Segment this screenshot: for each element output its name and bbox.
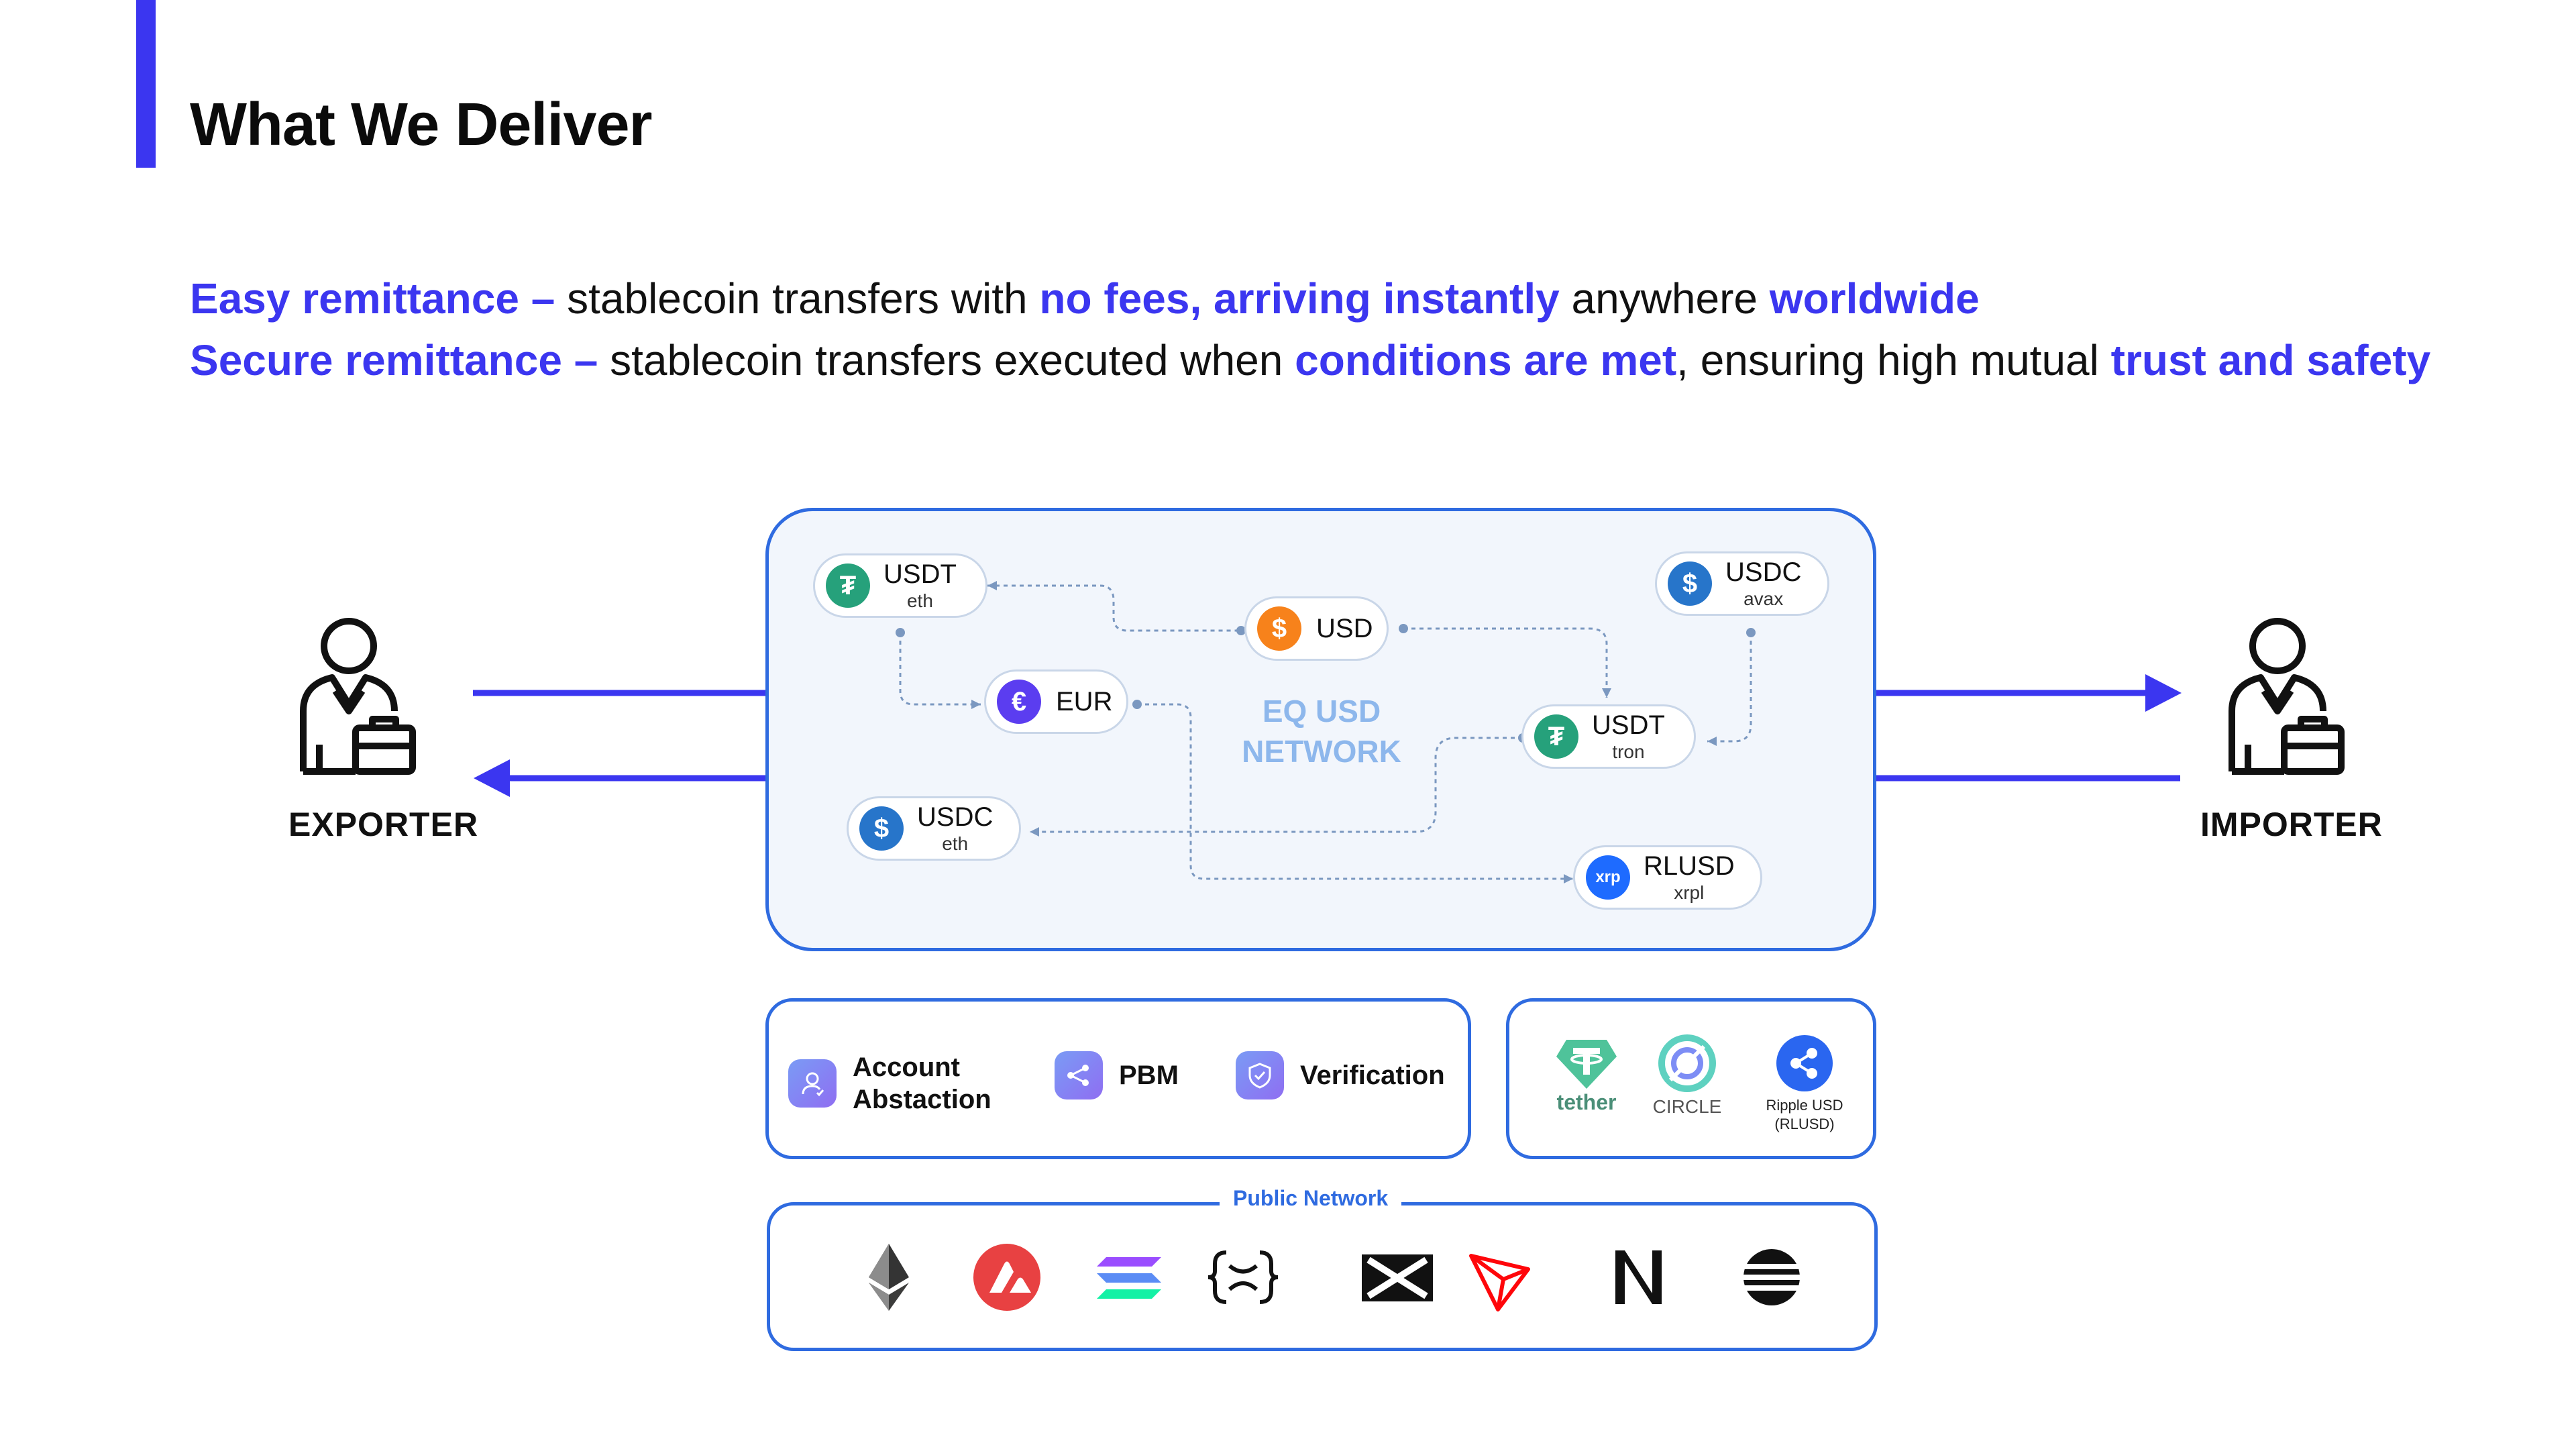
issuer-circle[interactable]: CIRCLE — [1647, 1033, 1727, 1118]
tagline-part: , ensuring high mutual — [1676, 336, 2111, 384]
feature-label: Abstaction — [853, 1085, 991, 1114]
public-network-label: Public Network — [1220, 1186, 1402, 1211]
tagline-part: anywhere — [1559, 274, 1770, 323]
importer-businessperson-icon — [2229, 618, 2345, 775]
tagline-part: trust and safety — [2110, 336, 2431, 384]
node-name: USD — [1316, 613, 1373, 643]
tagline-part: Easy remittance – — [190, 274, 555, 323]
stellar-icon — [1362, 1254, 1433, 1301]
connector-usd-tron — [1403, 627, 1608, 698]
aptos-icon — [1739, 1249, 1804, 1305]
chain-logos — [869, 1244, 1804, 1311]
feature-label: Verification — [1300, 1061, 1445, 1090]
arrowhead-left — [474, 759, 510, 797]
usdc-coin-icon: $ — [859, 806, 904, 851]
feature-verification[interactable]: Verification — [1236, 1051, 1445, 1099]
feature-account-abstraction[interactable]: Account Abstaction — [788, 1051, 991, 1116]
avalanche-icon — [973, 1244, 1040, 1311]
account-icon — [788, 1059, 837, 1108]
ethereum-icon — [869, 1244, 909, 1311]
issuer-label: (RLUSD) — [1774, 1116, 1835, 1132]
tether-coin-icon: ₮ — [826, 564, 870, 608]
tagline-part: no fees, arriving instantly — [1039, 274, 1560, 323]
issuer-label: Ripple USD — [1766, 1097, 1843, 1114]
tagline-part: Secure remittance – — [190, 336, 598, 384]
xrpl-icon — [1208, 1250, 1279, 1304]
issuer-label: tether — [1556, 1090, 1617, 1114]
issuer-label: CIRCLE — [1652, 1096, 1722, 1117]
page-title: What We Deliver — [190, 91, 653, 158]
tether-logo-icon — [1556, 1040, 1617, 1089]
connector-dots — [896, 624, 1756, 743]
tagline-secure-remittance: Secure remittance – stablecoin transfers… — [190, 335, 2430, 385]
node-eur[interactable]: € EUR — [984, 669, 1128, 734]
network-connectors — [899, 584, 1752, 880]
node-chain: eth — [942, 833, 969, 854]
features-box — [765, 998, 1471, 1159]
importer-label: IMPORTER — [2200, 806, 2383, 843]
feature-pbm[interactable]: PBM — [1055, 1051, 1179, 1099]
dollar-coin-icon: $ — [1257, 606, 1301, 651]
network-label-line: EQ USD — [1262, 694, 1381, 729]
shield-check-icon — [1236, 1051, 1284, 1099]
tagline-part: stablecoin transfers executed when — [598, 336, 1295, 384]
connector-usdt-usd — [987, 584, 1241, 632]
node-name: EUR — [1056, 686, 1113, 716]
tagline-easy-remittance: Easy remittance – stablecoin transfers w… — [190, 274, 1980, 323]
exporter-label: EXPORTER — [288, 806, 479, 843]
node-name: USDC — [917, 802, 994, 832]
node-chain: eth — [906, 590, 933, 611]
node-chain: tron — [1612, 741, 1645, 762]
tagline-part: conditions are met — [1295, 336, 1677, 384]
node-name: USDT — [1592, 710, 1665, 740]
connector-avax-tron — [1707, 633, 1752, 743]
circle-logo-icon — [1658, 1034, 1716, 1092]
eq-usd-network-label: EQ USD NETWORK — [1201, 691, 1442, 771]
connector-eur-rlusd — [1137, 703, 1573, 880]
connector-tron-usdc — [1030, 737, 1523, 833]
tether-coin-icon: ₮ — [1534, 714, 1578, 759]
ripple-coin-icon: xrp — [1586, 855, 1630, 900]
solana-icon — [1097, 1257, 1161, 1299]
network-label-line: NETWORK — [1242, 734, 1401, 769]
issuers-box — [1506, 998, 1876, 1159]
flow-arrows — [473, 690, 2180, 782]
near-icon — [1615, 1250, 1662, 1304]
tron-icon — [1469, 1254, 1530, 1311]
issuer-ripple[interactable]: Ripple USD (RLUSD) — [1748, 1033, 1862, 1134]
tagline-part: stablecoin transfers with — [555, 274, 1040, 323]
connector-usdt-eur — [899, 633, 981, 706]
feature-label: Account — [853, 1053, 960, 1082]
share-nodes-icon — [1055, 1051, 1103, 1099]
ripple-logo-icon — [1776, 1035, 1833, 1091]
node-name: RLUSD — [1644, 851, 1735, 881]
accent-bar — [136, 0, 156, 168]
feature-label: PBM — [1119, 1061, 1179, 1090]
arrowhead-right — [2145, 674, 2182, 712]
issuer-tether[interactable]: tether — [1550, 1036, 1623, 1115]
usdc-coin-icon: $ — [1668, 561, 1712, 606]
node-usd[interactable]: $ USD — [1244, 596, 1389, 661]
exporter-businessperson-icon — [300, 618, 416, 775]
node-chain: avax — [1743, 588, 1784, 609]
node-name: USDT — [883, 559, 957, 589]
tagline-part: worldwide — [1769, 274, 1980, 323]
node-name: USDC — [1725, 557, 1802, 587]
euro-coin-icon: € — [997, 680, 1041, 724]
node-chain: xrpl — [1674, 882, 1705, 903]
connector-heads — [971, 581, 1717, 883]
